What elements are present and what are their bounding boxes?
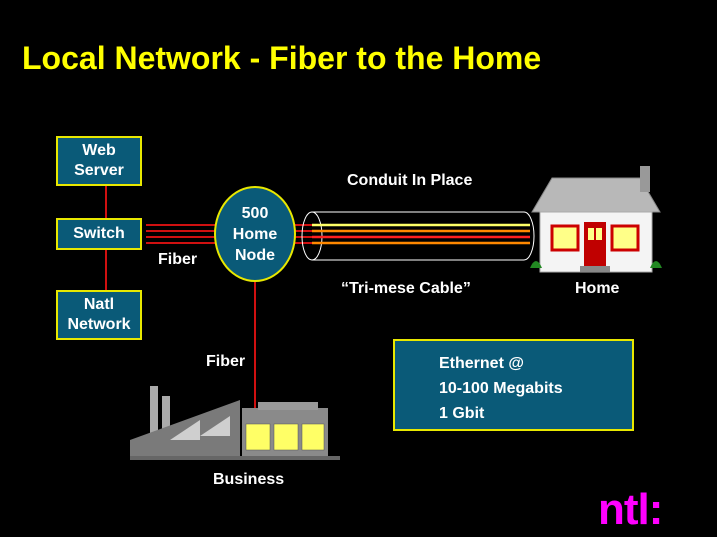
business-label: Business [213,471,285,488]
ethernet-line1: Ethernet @ [439,355,524,372]
fiber-label-left: Fiber [158,251,198,268]
web-server-line1: Web [82,142,116,159]
home-label: Home [575,280,620,297]
natl-network-line1: Natl [83,296,115,313]
fiber-label-bottom: Fiber [206,353,246,370]
ethernet-info-box: Ethernet @ 10-100 Megabits 1 Gbit [393,339,634,431]
web-server-line2: Server [74,162,124,179]
fiber-switch-to-node [146,224,216,244]
node-line3: Node [235,246,275,264]
conduit-label: Conduit In Place [347,172,473,189]
natl-network-box: Natl Network [56,290,142,340]
natl-network-line2: Network [67,316,131,333]
web-server-box: Web Server [56,136,142,186]
node-line1: 500 [241,204,269,222]
ethernet-line2: 10-100 Megabits [439,380,563,397]
cable-label: “Tri-mese Cable” [341,280,471,297]
conduit-cable [301,211,535,261]
slide-title: Local Network - Fiber to the Home [22,40,542,76]
ntl-logo: ntl: [598,485,663,534]
ethernet-line3: 1 Gbit [439,405,485,422]
fiber-node-to-conduit [294,224,312,244]
business-factory-illustration [130,386,340,460]
home-node-circle: 500 Home Node [214,186,296,282]
switch-box: Switch [56,218,142,250]
node-line2: Home [232,225,278,243]
switch-label: Switch [73,225,125,242]
house-illustration [530,166,662,273]
